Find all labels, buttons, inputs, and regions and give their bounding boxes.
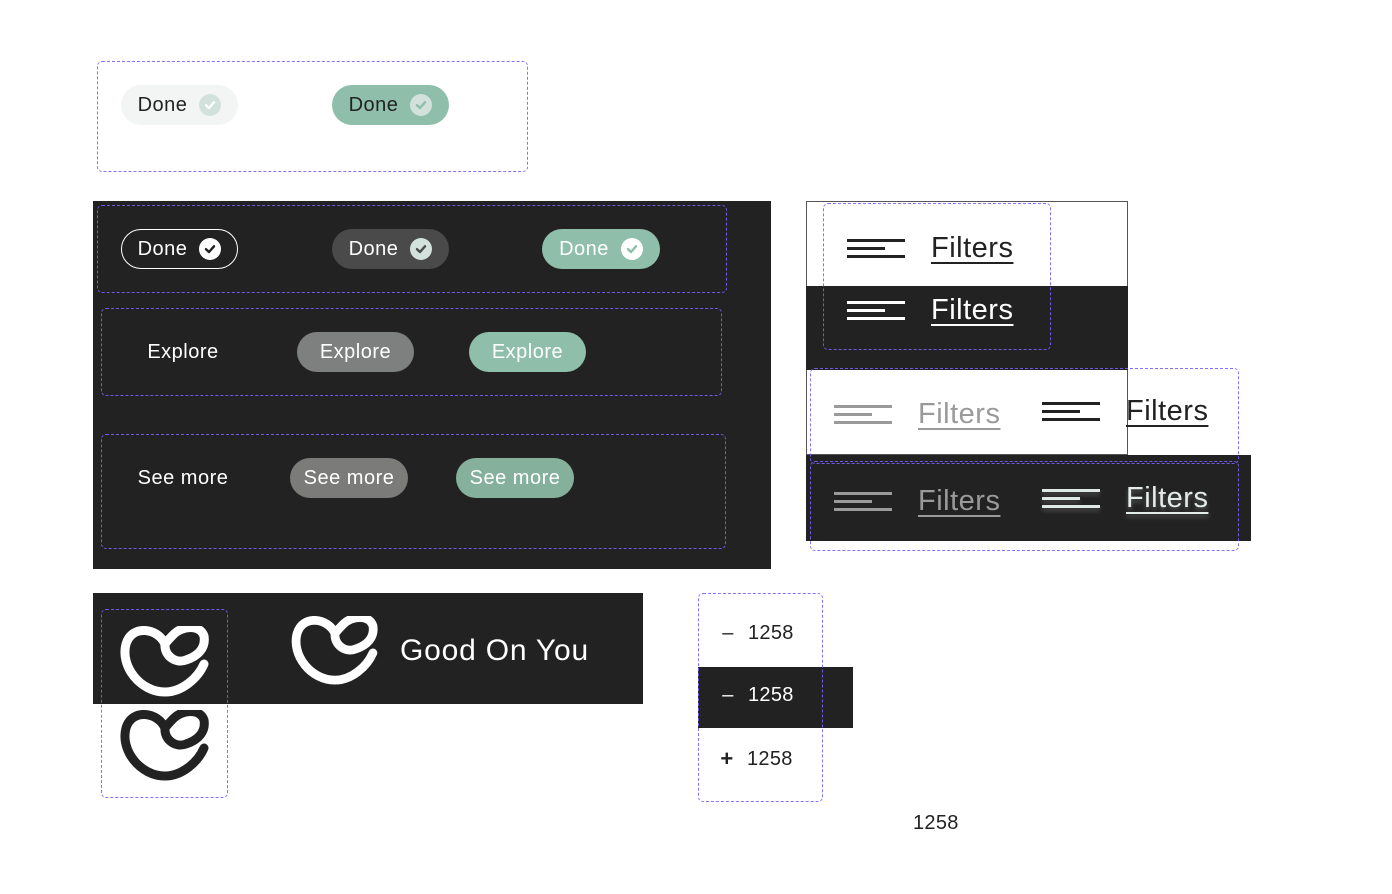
done-label: Done [348, 237, 399, 260]
done-label: Done [559, 237, 609, 260]
filter-lines-icon [1042, 401, 1100, 422]
minus-icon[interactable]: – [722, 622, 734, 644]
explore-button-green[interactable]: Explore [469, 332, 586, 372]
filter-lines-icon [834, 404, 892, 425]
counter-value: 1258 [748, 684, 794, 706]
explore-label: Explore [491, 340, 564, 363]
explore-button-grey[interactable]: Explore [297, 332, 414, 372]
see-more-link-text[interactable]: See more [128, 458, 238, 498]
good-on-you-logo-icon [291, 616, 378, 685]
filters-button-dark[interactable]: Filters [847, 294, 1013, 327]
filters-label: Filters [931, 232, 1014, 264]
brand-name: Good On You [400, 634, 589, 667]
counter-value: 1258 [747, 747, 793, 770]
see-more-label: See more [303, 466, 395, 489]
filters-label: Filters [918, 485, 1001, 517]
filters-button-disabled-dark[interactable]: Filters [834, 485, 1000, 518]
done-button-green[interactable]: Done [332, 85, 449, 125]
filters-label: Filters [931, 294, 1014, 326]
filter-lines-icon [1042, 488, 1100, 509]
filter-lines-icon [834, 491, 892, 512]
filters-button-active-dark[interactable]: Filters [1042, 482, 1208, 515]
done-label: Done [348, 93, 399, 116]
filter-lines-icon [847, 300, 905, 321]
filters-frame-dark-2 [806, 455, 1251, 541]
done-label: Done [137, 93, 188, 116]
filters-button-active-light[interactable]: Filters [1042, 395, 1208, 428]
see-more-button-green[interactable]: See more [456, 458, 574, 498]
brand-lockup[interactable]: Good On You [290, 616, 589, 686]
filters-label: Filters [918, 398, 1001, 430]
minus-icon[interactable]: – [722, 684, 734, 706]
counter-item-light[interactable]: – 1258 [720, 622, 794, 645]
filters-label: Filters [1126, 482, 1209, 514]
explore-label: Explore [147, 340, 219, 363]
counter-plain-value: 1258 [913, 812, 959, 834]
filters-label: Filters [1126, 395, 1209, 427]
counter-value: 1258 [748, 622, 794, 644]
check-circle-icon [199, 238, 222, 260]
check-circle-icon [410, 238, 433, 260]
filters-frame-dark [806, 286, 1128, 370]
counter-dark-row [698, 667, 853, 728]
counter-item-plus[interactable]: + 1258 [719, 746, 793, 772]
plus-icon[interactable]: + [720, 746, 734, 771]
counter-item-dark[interactable]: – 1258 [720, 684, 794, 707]
done-label: Done [137, 237, 188, 260]
filters-frame-light [806, 201, 1128, 286]
filters-button-disabled-light[interactable]: Filters [834, 398, 1000, 431]
see-more-label: See more [469, 466, 561, 489]
see-more-label: See more [137, 466, 229, 489]
filter-lines-icon [847, 238, 905, 259]
done-button-grey[interactable]: Done [332, 229, 449, 269]
check-circle-icon [199, 94, 222, 116]
filters-button-light[interactable]: Filters [847, 232, 1013, 265]
explore-label: Explore [319, 340, 392, 363]
good-on-you-logo-icon[interactable] [120, 710, 210, 782]
explore-link-text[interactable]: Explore [128, 332, 238, 372]
see-more-button-grey[interactable]: See more [290, 458, 408, 498]
done-button-green[interactable]: Done [542, 229, 660, 269]
check-circle-icon [410, 94, 433, 116]
done-button-light[interactable]: Done [121, 85, 238, 125]
good-on-you-logo-icon[interactable] [120, 626, 210, 698]
check-circle-icon [620, 238, 643, 260]
done-button-outline[interactable]: Done [121, 229, 238, 269]
